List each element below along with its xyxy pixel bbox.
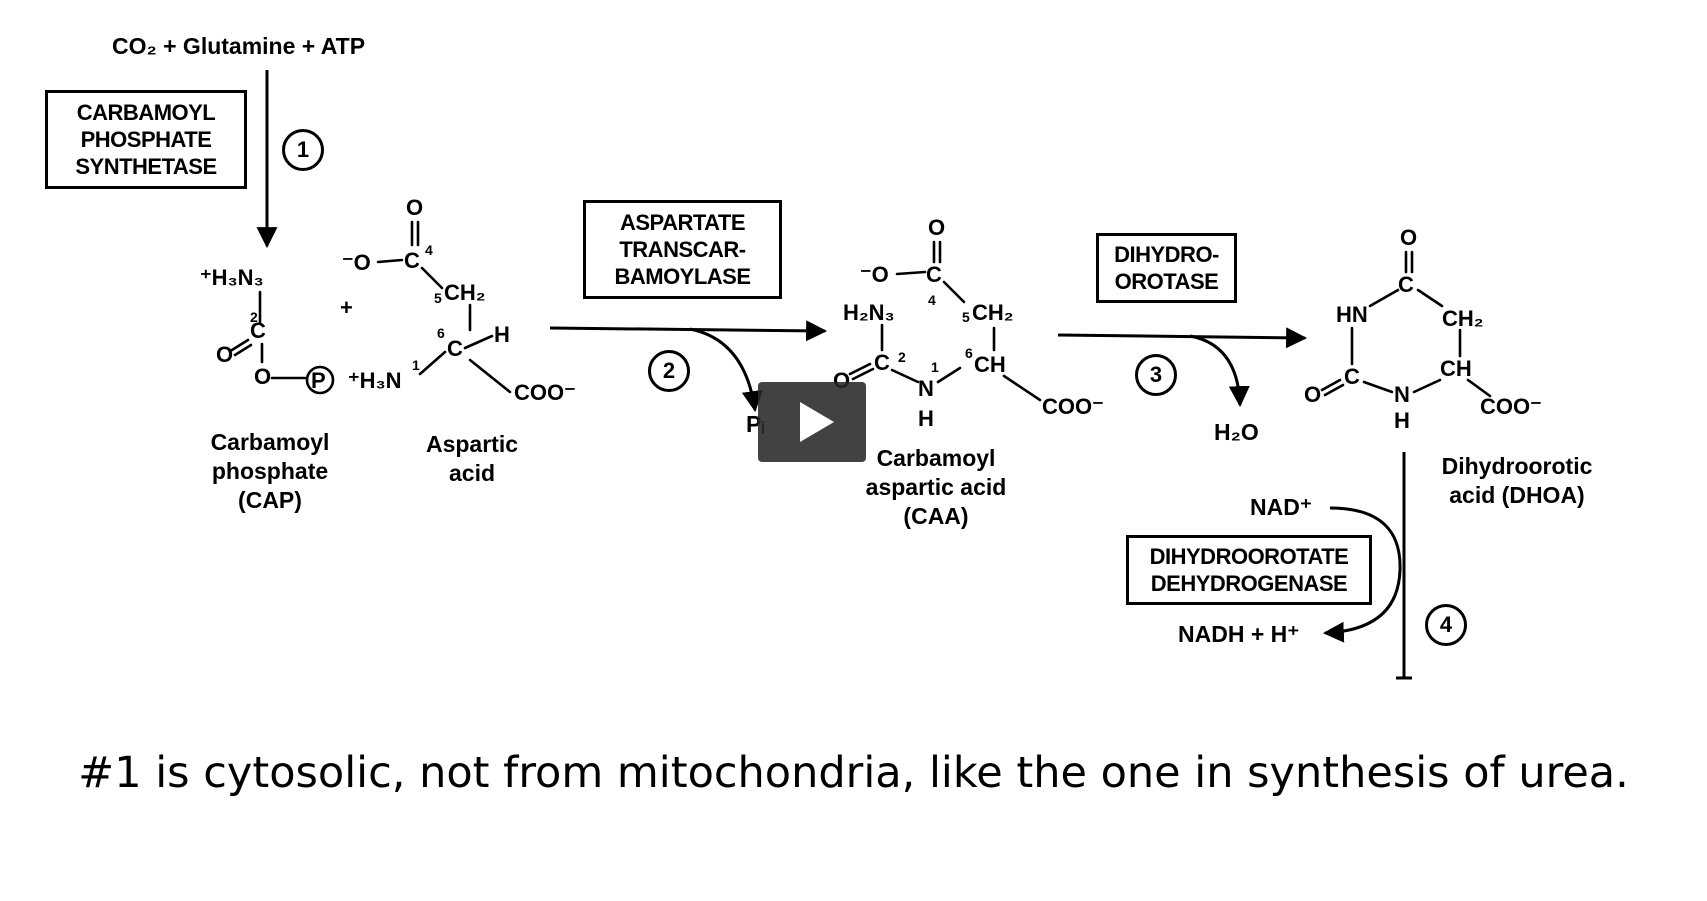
svg-text:C: C — [404, 248, 420, 273]
svg-text:O: O — [1304, 382, 1321, 407]
svg-text:(CAA): (CAA) — [903, 503, 968, 529]
step-3-marker: 3 — [1135, 354, 1177, 396]
dhoa-name: Dihydroorotic acid (DHOA) — [1442, 453, 1593, 508]
enzyme-box-dhodh: DIHYDROOROTATE DEHYDROGENASE — [1126, 535, 1372, 605]
pathway-diagram: CO₂ + Glutamine + ATP ⁺H₃N₃ 2 C O O P + … — [112, 33, 1593, 680]
aspartate-structure: O ⁻O C 4 5 CH₂ 6 C H COO⁻ 1 ⁺H₃N — [342, 195, 576, 405]
svg-text:Aspartic: Aspartic — [426, 431, 518, 457]
svg-text:O: O — [406, 195, 423, 220]
svg-text:C: C — [250, 318, 266, 343]
svg-text:2: 2 — [250, 309, 258, 325]
svg-text:phosphate: phosphate — [212, 458, 328, 484]
enzyme-box-atc: ASPARTATE TRANSCAR- BAMOYLASE — [583, 200, 782, 299]
svg-text:⁻O: ⁻O — [860, 262, 889, 287]
cap-name: Carbamoyl phosphate (CAP) — [211, 429, 330, 513]
svg-text:Dihydroorotic: Dihydroorotic — [1442, 453, 1593, 479]
svg-text:1: 1 — [931, 359, 939, 375]
step-4-marker: 4 — [1425, 604, 1467, 646]
slide-caption: #1 is cytosolic, not from mitochondria, … — [78, 748, 1629, 798]
caa-name: Carbamoyl aspartic acid (CAA) — [866, 445, 1007, 529]
svg-text:CH₂: CH₂ — [444, 280, 486, 305]
svg-text:4: 4 — [928, 292, 936, 308]
nad-cycle-arrow — [1322, 506, 1402, 643]
pi-release-arrow — [689, 327, 763, 413]
svg-text:5: 5 — [962, 309, 970, 325]
svg-text:(CAP): (CAP) — [238, 487, 302, 513]
step2-arrow — [549, 320, 828, 342]
svg-text:O: O — [254, 364, 271, 389]
plus-sign: + — [340, 295, 353, 320]
svg-text:⁺H₃N₃: ⁺H₃N₃ — [200, 265, 264, 290]
svg-text:⁺H₃N: ⁺H₃N — [348, 368, 402, 393]
svg-text:CH₂: CH₂ — [1442, 306, 1484, 331]
svg-text:Carbamoyl: Carbamoyl — [211, 429, 330, 455]
asp-name: Aspartic acid — [426, 431, 518, 486]
svg-text:6: 6 — [437, 325, 445, 341]
svg-text:aspartic acid: aspartic acid — [866, 474, 1007, 500]
svg-text:acid (DHOA): acid (DHOA) — [1449, 482, 1584, 508]
svg-text:H₂N₃: H₂N₃ — [843, 300, 895, 325]
substrates-label: CO₂ + Glutamine + ATP — [112, 33, 365, 59]
svg-text:N: N — [1394, 382, 1410, 407]
svg-text:CH: CH — [1440, 356, 1472, 381]
svg-text:O: O — [928, 215, 945, 240]
svg-text:O: O — [1400, 225, 1417, 250]
play-icon — [800, 402, 834, 442]
svg-text:C: C — [447, 336, 463, 361]
svg-text:C: C — [874, 350, 890, 375]
svg-text:H: H — [1394, 408, 1410, 433]
svg-text:⁻O: ⁻O — [342, 250, 371, 275]
water-release-arrow — [1189, 334, 1250, 408]
step3-arrow — [1057, 327, 1308, 349]
step-1-marker: 1 — [282, 129, 324, 171]
svg-text:CH₂: CH₂ — [972, 300, 1014, 325]
svg-text:1: 1 — [412, 357, 420, 373]
svg-text:CH: CH — [974, 352, 1006, 377]
svg-text:COO⁻: COO⁻ — [514, 380, 576, 405]
svg-text:H: H — [918, 406, 934, 431]
caa-structure: O ⁻O C 4 5 CH₂ H₂N₃ C 2 O 1 N H 6 CH — [833, 215, 1104, 431]
svg-text:N: N — [918, 376, 934, 401]
svg-text:P: P — [311, 368, 326, 393]
svg-text:4: 4 — [425, 242, 433, 258]
svg-text:O: O — [216, 342, 233, 367]
video-play-button[interactable] — [758, 382, 866, 462]
dhoa-structure: O C HN CH₂ C O N H CH COO⁻ — [1304, 225, 1542, 433]
cap-structure: ⁺H₃N₃ 2 C O O P — [200, 265, 335, 395]
svg-text:acid: acid — [449, 460, 495, 486]
svg-text:H: H — [494, 322, 510, 347]
nad-label: NAD⁺ — [1250, 494, 1312, 520]
svg-text:Carbamoyl: Carbamoyl — [877, 445, 996, 471]
svg-text:5: 5 — [434, 290, 442, 306]
svg-text:HN: HN — [1336, 302, 1368, 327]
water-label: H₂O — [1214, 419, 1259, 445]
svg-text:C: C — [1398, 272, 1414, 297]
svg-text:6: 6 — [965, 345, 973, 361]
svg-text:COO⁻: COO⁻ — [1042, 394, 1104, 419]
svg-text:C: C — [1344, 364, 1360, 389]
svg-text:COO⁻: COO⁻ — [1480, 394, 1542, 419]
enzyme-box-dhoase: DIHYDRO- OROTASE — [1096, 233, 1237, 303]
nadh-label: NADH + H⁺ — [1178, 621, 1299, 647]
enzyme-box-cps: CARBAMOYL PHOSPHATE SYNTHETASE — [45, 90, 247, 189]
svg-text:2: 2 — [898, 349, 906, 365]
svg-text:C: C — [926, 262, 942, 287]
step-2-marker: 2 — [648, 350, 690, 392]
